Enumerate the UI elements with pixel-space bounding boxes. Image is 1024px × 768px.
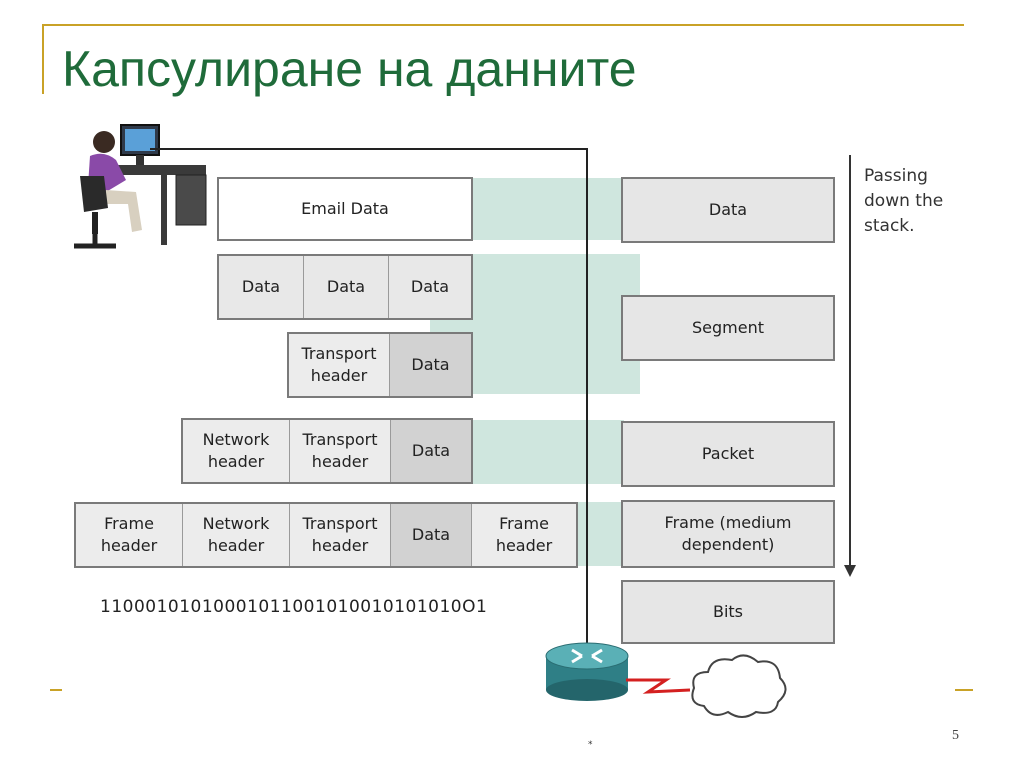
down-arrow-icon [844, 155, 856, 577]
frame-row: Frame header Network header Transport he… [74, 502, 578, 568]
data-cell-2: Data [304, 256, 389, 318]
transport-header-cell: Transport header [290, 420, 391, 482]
top-accent-line [42, 24, 964, 26]
slide-title: Капсулиране на данните [62, 41, 637, 97]
page-number: 5 [952, 728, 959, 743]
bottom-accent-line-right [955, 689, 973, 691]
band-frame [578, 502, 624, 566]
transport-header-cell: Transport header [289, 334, 390, 396]
wire-vertical [586, 148, 588, 648]
direction-note: Passing down the stack. [864, 166, 944, 236]
bottom-accent-line-left [50, 689, 62, 691]
packet-data-cell: Data [391, 420, 471, 482]
footer-mark: * [588, 740, 593, 750]
transport-header-cell: Transport header [290, 504, 391, 566]
user-at-computer-icon [74, 124, 207, 249]
band-data [472, 178, 624, 240]
segment-data-cell: Data [390, 334, 471, 396]
stack-label-segment: Segment [621, 295, 835, 361]
transport-segment-row: Transport header Data [287, 332, 473, 398]
bit-stream: 11000101010001011001010010101010O1 [100, 597, 488, 617]
cloud-icon [691, 654, 787, 718]
band-packet [472, 420, 624, 484]
stack-label-packet: Packet [621, 421, 835, 487]
stack-label-data: Data [621, 177, 835, 243]
router-icon [545, 642, 629, 701]
network-header-cell: Network header [183, 420, 290, 482]
email-data-box: Email Data [217, 177, 473, 241]
network-header-cell: Network header [183, 504, 290, 566]
frame-header-cell: Frame header [76, 504, 183, 566]
network-link-icon [626, 678, 690, 694]
stack-label-bits: Bits [621, 580, 835, 644]
data-cell-1: Data [219, 256, 304, 318]
left-accent-line [42, 24, 44, 94]
wire-horizontal [150, 148, 588, 150]
data-cell-3: Data [410, 277, 450, 296]
frame-data-cell: Data [391, 504, 472, 566]
segmented-data-row: Data Data Data [217, 254, 473, 320]
stack-label-frame: Frame (medium dependent) [621, 500, 835, 568]
frame-trailer-cell: Frame header [472, 504, 576, 566]
packet-row: Network header Transport header Data [181, 418, 473, 484]
